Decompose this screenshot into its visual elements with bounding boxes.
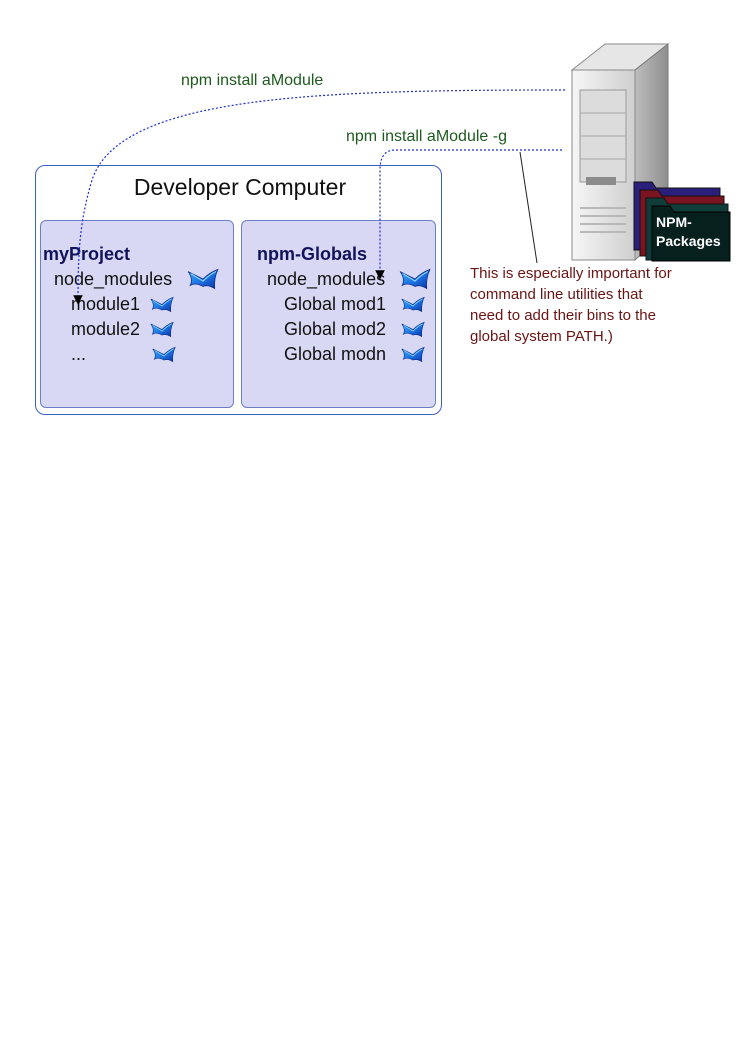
- project-module-more: ...: [71, 344, 87, 364]
- global-path-note: This is especially important for command…: [470, 265, 672, 345]
- local-install-arrow: [73, 89, 566, 305]
- globals-node-modules-label: node_modules: [267, 269, 386, 289]
- global-install-arrow: [375, 149, 562, 280]
- global-module-1: Global mod1: [284, 294, 387, 314]
- project-module-1: module1: [71, 294, 141, 314]
- global-install-command: npm install aModule -g: [346, 128, 507, 145]
- project-node-modules-label: node_modules: [54, 269, 173, 289]
- global-module-2: Global mod2: [284, 319, 387, 339]
- my-project-panel: [40, 220, 234, 408]
- note-callout-line: [519, 151, 538, 264]
- stacked-folders-icon: [633, 181, 731, 262]
- npm-globals-panel: [241, 220, 436, 408]
- packages-label-line2: Packages: [656, 233, 721, 249]
- local-install-command: npm install aModule: [181, 72, 324, 89]
- project-module-2: module2: [71, 319, 141, 339]
- my-project-title: myProject: [43, 244, 131, 264]
- developer-computer-title: Developer Computer: [133, 174, 347, 200]
- npm-globals-title: npm-Globals: [257, 244, 368, 264]
- global-module-n: Global modn: [284, 344, 387, 364]
- packages-label-line1: NPM-: [656, 214, 692, 230]
